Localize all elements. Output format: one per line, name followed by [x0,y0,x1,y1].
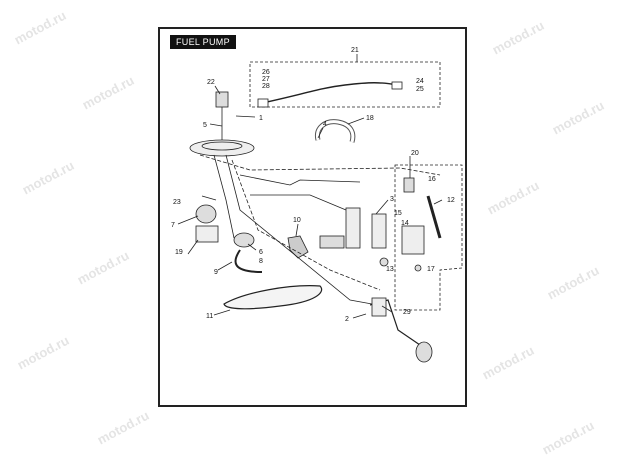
callout-4: 4 [323,121,327,128]
callout-labels: 1 2 3 4 5 6 7 8 9 10 11 12 13 14 15 16 1… [171,47,455,323]
leader-19 [187,239,199,255]
leader-7 [177,215,199,225]
callout-11: 11 [206,313,213,320]
leader-6 [247,243,257,251]
spring-12 [426,195,442,239]
callout-6: 6 [259,249,263,256]
fuel-cap [215,91,229,108]
hose-9 [234,249,263,273]
sender-housing-14 [401,225,425,255]
callout-20: 20 [411,150,419,157]
leader-11 [213,309,231,316]
callout-15: 15 [394,210,402,217]
tube-b [225,154,373,305]
fuel-hose-inner [315,120,355,143]
group-20-box [394,164,463,311]
leader-18 [347,117,365,125]
callout-18: 18 [366,115,374,122]
callout-27: 27 [262,76,270,83]
group-21-box [249,61,441,108]
callout-14: 14 [401,220,409,227]
tank-edge [239,174,361,186]
callout-24: 24 [416,78,424,85]
leader-22 [214,85,221,95]
callout-2: 2 [345,316,349,323]
leader-10 [295,223,299,237]
tank-outline-top [199,154,441,176]
callout-28: 28 [262,83,270,90]
harness-connector-left [257,98,269,108]
callout-23: 23 [173,199,181,206]
tube-c [231,159,381,291]
harness-wire [261,82,399,104]
callout-26: 26 [262,69,270,76]
sender-part-16 [403,177,415,193]
pump-mount [319,235,345,249]
callout-3: 3 [390,196,394,203]
callout-17: 17 [427,266,435,273]
gasket-11 [223,285,323,310]
clip-17 [414,264,422,272]
leader-3 [375,199,389,215]
tube-a [213,154,235,239]
fitting-19 [195,225,219,243]
callout-8: 8 [259,258,263,265]
bracket-10 [287,235,309,259]
check-valve [233,232,255,248]
callout-5: 5 [203,122,207,129]
callout-12: 12 [447,197,455,204]
hose-clamp-23 [201,195,217,201]
callout-16: 16 [428,176,436,183]
leader-2 [352,313,367,319]
leader-29 [381,305,393,313]
sender-29 [371,297,387,317]
callout-9: 9 [214,269,218,276]
callout-19: 19 [175,249,183,256]
leader-12 [433,199,443,205]
diagram-title: FUEL PUMP [170,35,236,49]
leader-9 [217,261,233,271]
callout-29: 29 [403,309,411,316]
callout-10: 10 [293,217,301,224]
callout-1: 1 [259,115,263,122]
screw-13 [379,257,389,267]
harness-connector-right [391,81,403,90]
float [415,341,433,363]
tank-flange-inner [201,141,243,151]
callout-7: 7 [171,222,175,229]
leader-1 [235,115,256,118]
callout-25: 25 [416,86,424,93]
callout-13: 13 [386,266,394,273]
fuel-filter-3 [371,213,387,249]
leader-4 [317,127,324,139]
fuel-pump-body [345,207,361,249]
callout-21: 21 [351,47,359,54]
leader-5 [209,123,223,127]
tube-d [250,194,347,211]
callout-22: 22 [207,79,215,86]
regulator-7 [195,204,217,224]
